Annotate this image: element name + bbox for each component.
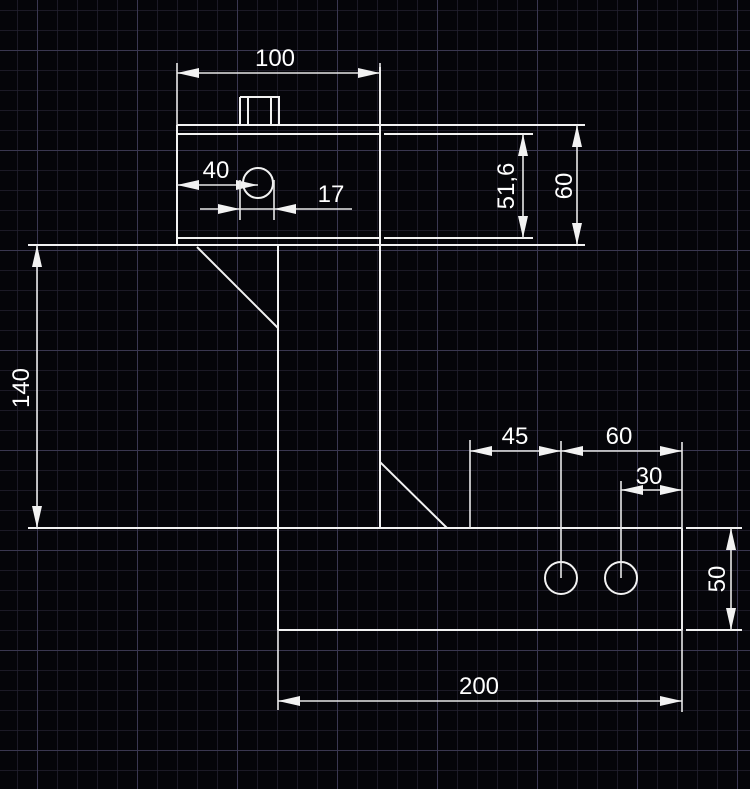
dimension-lines: [32, 63, 736, 712]
dim-hole-offset: 40: [203, 157, 230, 184]
dim-hole-diameter: 17: [318, 181, 345, 208]
dim-base-width: 200: [459, 673, 499, 700]
dim-inner-height: 51,6: [493, 163, 520, 210]
dim-top-height: 60: [551, 173, 578, 200]
dim-base-height: 50: [704, 566, 731, 593]
dim-hole2-offset: 30: [636, 463, 663, 490]
dim-hole1-offset: 45: [502, 423, 529, 450]
dim-hole-span: 60: [606, 423, 633, 450]
dim-web-height: 140: [8, 368, 35, 408]
dim-top-width: 100: [255, 45, 295, 72]
